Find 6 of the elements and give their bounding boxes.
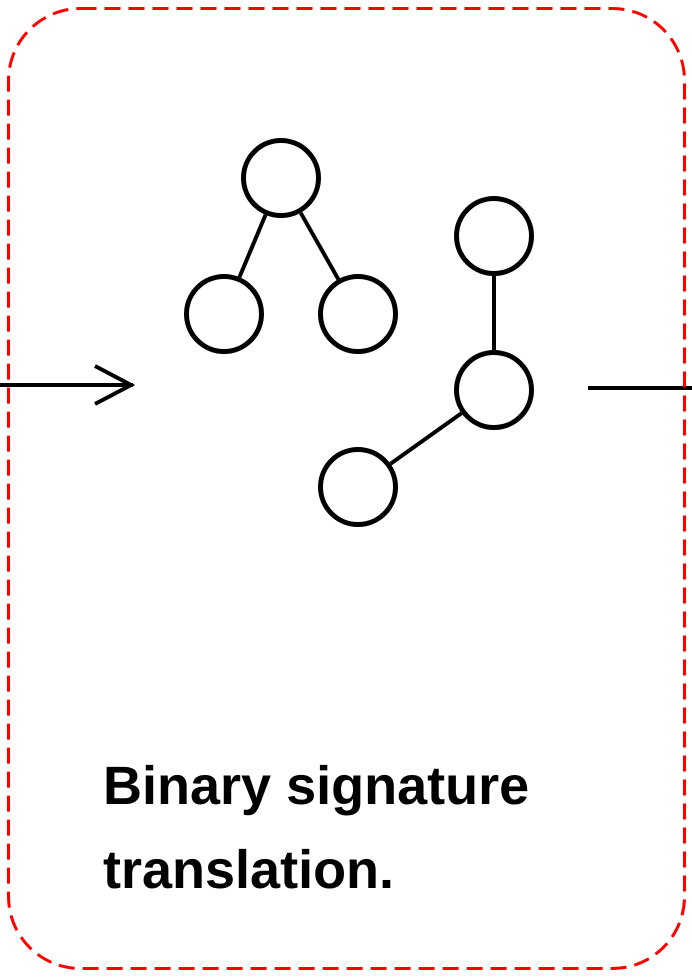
box-label: Binary signature translation.: [103, 755, 530, 902]
connector-line: [492, 276, 496, 350]
connector-line: [238, 214, 268, 278]
connector-line: [389, 412, 463, 466]
connector-line: [298, 212, 340, 280]
dashed-rounded-frame: [7, 7, 686, 970]
